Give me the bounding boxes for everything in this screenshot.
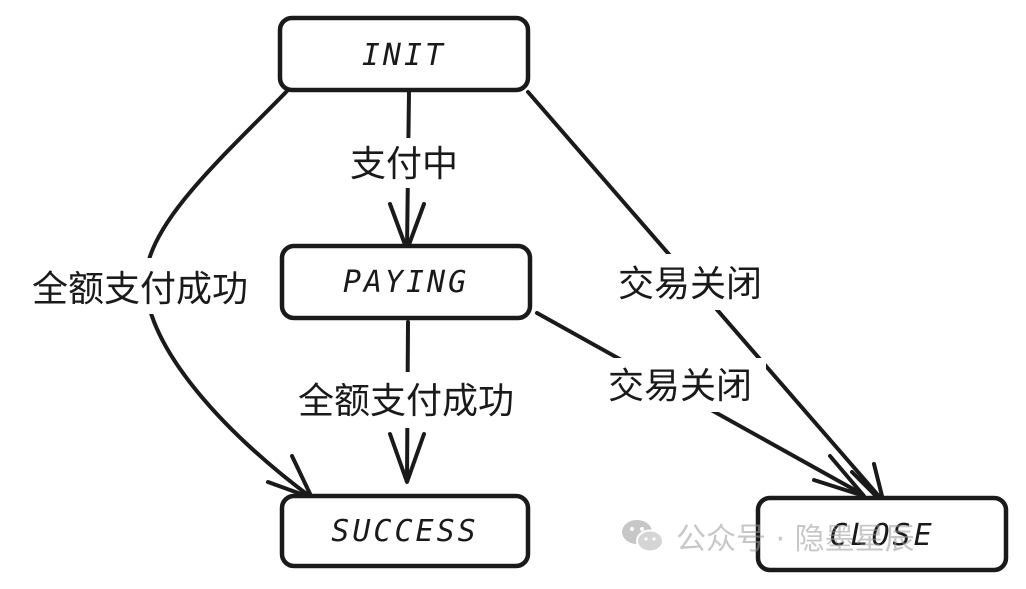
node-init: INIT xyxy=(277,15,531,93)
svg-text:交易关闭: 交易关闭 xyxy=(618,264,762,305)
svg-text:交易关闭: 交易关闭 xyxy=(608,366,752,407)
node-success: SUCCESS xyxy=(279,493,531,569)
wechat-icon xyxy=(620,517,666,555)
svg-text:SUCCESS: SUCCESS xyxy=(331,514,478,549)
svg-text:全额支付成功: 全额支付成功 xyxy=(298,381,514,422)
edge-label-paying-to-close: 交易关闭 xyxy=(594,358,766,412)
node-paying: PAYING xyxy=(279,243,533,321)
edge-label-init-to-success: 全额支付成功 xyxy=(16,258,264,314)
watermark: 公众号 · 隐墨星辰 xyxy=(620,514,915,558)
edge-label-init-to-close: 交易关闭 xyxy=(604,254,776,310)
svg-text:支付中: 支付中 xyxy=(350,144,458,185)
edge-label-paying-to-success: 全额支付成功 xyxy=(282,372,530,428)
svg-text:INIT: INIT xyxy=(362,38,446,73)
watermark-text: 公众号 · 隐墨星辰 xyxy=(676,522,915,557)
node-close: CLOSE xyxy=(755,495,1009,573)
svg-text:PAYING: PAYING xyxy=(343,265,469,300)
edge-label-init-to-paying: 支付中 xyxy=(340,138,468,188)
svg-text:全额支付成功: 全额支付成功 xyxy=(32,269,248,310)
svg-text:CLOSE: CLOSE xyxy=(829,518,934,553)
